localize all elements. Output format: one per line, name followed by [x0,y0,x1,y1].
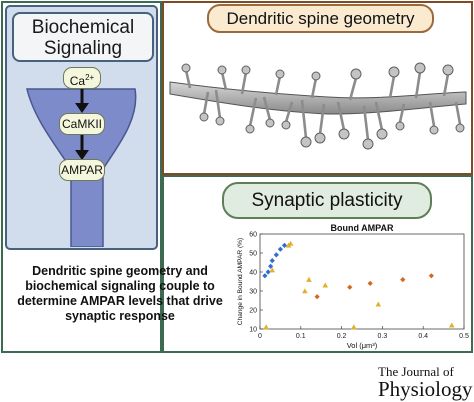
biochemical-signaling-title: Biochemical Signaling [12,12,154,62]
biochem-title-line1: Biochemical [31,17,135,38]
spine-heads [181,62,465,150]
x-tick-label: 0.3 [378,333,388,340]
data-point-series-1 [273,252,279,258]
ca-label: Ca2+ [63,67,101,89]
figure-caption: Dendritic spine geometry and biochemical… [17,264,223,323]
camkii-label: CaMKII [59,113,105,135]
plasticity-title: Synaptic plasticity [222,182,432,219]
biochem-frame: Biochemical Signaling Ca2+ CaMKII AMPAR [1,1,162,353]
y-tick-label: 40 [249,270,257,277]
data-point-series-3 [367,280,373,286]
data-point-series-2 [351,324,357,330]
y-tick-label: 20 [249,308,257,315]
x-tick-label: 0.1 [296,333,306,340]
dendrite-illustration [169,62,467,150]
data-point-series-1 [277,246,283,252]
data-point-series-3 [428,273,434,279]
x-tick-label: 0.4 [418,333,428,340]
journal-name-line1: The Journal of [378,364,454,379]
journal-name-line2: Physiology [378,377,473,401]
data-point-series-3 [314,294,320,300]
data-point-series-2 [448,322,455,328]
x-axis-label: Vol (μm³) [347,341,378,350]
ampar-label: AMPAR [59,159,105,181]
x-tick-label: 0.2 [337,333,347,340]
chart-title: Bound AMPAR [331,223,394,233]
data-point-series-2 [375,301,382,307]
y-tick-label: 50 [249,251,257,258]
data-point-series-2 [269,267,276,273]
ca-text: Ca [69,74,86,88]
spine-diagram [26,88,137,247]
plot-frame [259,233,465,330]
data-point-series-2 [287,240,294,246]
data-point-series-2 [322,282,329,288]
y-tick-label: 60 [249,232,257,239]
y-tick-label: 10 [249,327,257,334]
data-point-series-3 [400,277,406,283]
biochem-title-line2: Signaling [43,38,123,59]
data-point-series-1 [265,269,271,275]
journal-logo: The Journal of Physiology [378,364,473,401]
data-point-series-2 [263,324,269,330]
data-point-series-1 [262,273,268,279]
bound-ampar-chart: Bound AMPAR 10 20 30 40 50 60 0 0.1 0.2 0.3 0.4 0.5V… [237,223,469,350]
data-point-series-2 [302,288,308,294]
biochemical-signaling-panel: Biochemical Signaling Ca2+ CaMKII AMPAR [5,5,158,250]
dendrite-shaft [169,81,467,115]
geometry-title: Dendritic spine geometry [207,4,434,33]
data-point-series-1 [269,258,275,264]
ca-superscript: 2+ [85,73,95,82]
spine-necks [184,69,462,141]
arrow-head-2 [75,150,89,160]
data-point-series-3 [347,284,353,290]
data-point-series-2 [306,276,312,282]
x-tick-label: 0.5 [459,333,469,340]
arrow-head-1 [75,103,89,113]
y-tick-label: 30 [249,289,257,296]
y-axis-label: Change in Bound AMPAR (%) [237,238,244,325]
x-tick-label: 0 [258,333,262,340]
